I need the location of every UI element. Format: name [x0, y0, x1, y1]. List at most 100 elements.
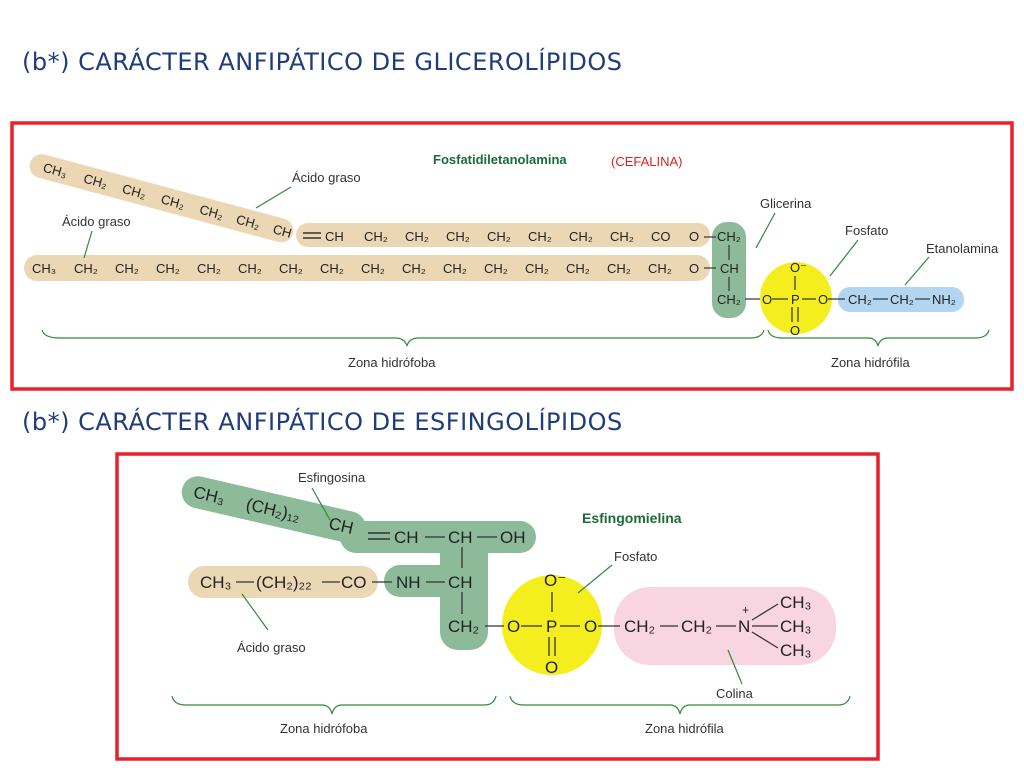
chain2-group: O	[689, 261, 699, 276]
section2-title: (b*) CARÁCTER ANFIPÁTICO DE ESFINGOLÍPID…	[22, 408, 623, 436]
hydrophobic-zone-label: Zona hidrófoba	[280, 721, 368, 736]
phosphate-p: P	[791, 292, 800, 307]
phosphate-o-right: O	[584, 617, 597, 636]
glycerolipid-molecule: CH₃ CH₂ CH₂ CH₂ CH₂ CH₂ CH CH CH₂ CH₂ CH…	[24, 154, 964, 338]
pointer-line	[727, 649, 743, 685]
bond	[751, 631, 779, 649]
phosphate-p: P	[546, 617, 557, 636]
fatty-acid-lower-bg	[24, 255, 710, 281]
sphingolipid-molecule: CH₃ (CH₂)₁₂ CH CH CH OH CH₃ (CH₂)₂₂ CO N…	[181, 476, 836, 677]
chain1-head-group: CH₃	[41, 160, 68, 181]
hydrophobic-brace	[41, 329, 765, 347]
bond	[751, 603, 779, 621]
chain1-head-group: CH₂	[159, 191, 186, 212]
pointer-line	[241, 593, 269, 631]
pointer-line	[83, 230, 93, 259]
choline-charge: +	[742, 603, 749, 617]
glycerol-group: CH₂	[717, 229, 741, 244]
chain1-group: CH₂	[405, 229, 429, 244]
choline-methyl: CH₃	[780, 641, 811, 660]
pointer-line	[255, 186, 292, 209]
fatty-acid-lower-label: Ácido graso	[62, 214, 131, 229]
chain1-group: CH₂	[487, 229, 511, 244]
choline-label: Colina	[716, 686, 754, 701]
glycerol-group: CH	[720, 261, 739, 276]
glycerol-bg	[712, 222, 746, 318]
phosphate-label: Fosfato	[614, 549, 657, 564]
chain1-head-text: CH₃ CH₂ CH₂ CH₂ CH₂ CH₂ CH	[41, 160, 293, 241]
fatty-acid-group: (CH₂)₂₂	[256, 573, 312, 592]
phosphate-o-top: O⁻	[790, 260, 807, 275]
chain2-group: CH₂	[402, 261, 426, 276]
sphingolipid-labels: Esfingosina Esfingomielina Fosfato Ácido…	[237, 470, 754, 736]
hydrophilic-zone-label: Zona hidrófila	[831, 355, 911, 370]
sphingosine-row-group: CH	[448, 528, 473, 547]
chain2-group: CH₂	[74, 261, 98, 276]
amide-group: NH	[396, 573, 421, 592]
phosphate-o-top: O⁻	[544, 571, 566, 590]
chain1-head-group: CH₂	[198, 202, 225, 223]
choline-n: N	[738, 617, 750, 636]
sphingosine-row-group: OH	[500, 528, 526, 547]
hydrophilic-zone-label: Zona hidrófila	[645, 721, 725, 736]
molecule-name-label: Esfingomielina	[582, 510, 682, 526]
glycerolipid-labels: Fosfatidiletanolamina (CEFALINA) Ácido g…	[62, 152, 999, 370]
chain1-body-text: CH CH₂ CH₂ CH₂ CH₂ CH₂ CH₂ CH₂ CO O	[325, 229, 699, 244]
amide-group: CH	[448, 573, 473, 592]
chain1-head-group: CH₂	[235, 212, 262, 233]
sphingolipid-braces	[171, 695, 851, 715]
sphingosine-row-text: CH CH OH	[394, 528, 526, 547]
phosphate1-text: O O⁻ P O O	[762, 260, 828, 338]
ethanolamine-label: Etanolamina	[926, 241, 999, 256]
chain2-group: CH₂	[566, 261, 590, 276]
fatty-acid-bg	[188, 566, 378, 598]
hydrophobic-zone-label: Zona hidrófoba	[348, 355, 436, 370]
fatty-acid-label: Ácido graso	[237, 640, 306, 655]
chain1-group: CH₂	[528, 229, 552, 244]
chain2-group: CH₂	[238, 261, 262, 276]
pointer-line	[755, 212, 776, 249]
chain2-group: CH₂	[648, 261, 672, 276]
pointer-line	[577, 564, 613, 594]
phosphate2-text: O O⁻ P O O	[507, 571, 597, 677]
chain2-group: CH₂	[279, 261, 303, 276]
fatty-acid-row-text: CH₃ (CH₂)₂₂ CO	[200, 573, 367, 592]
ethanolamine-group: CH₂	[890, 292, 914, 307]
chain2-group: CH₂	[607, 261, 631, 276]
hydrophilic-brace	[509, 695, 851, 715]
choline-text: CH₂ CH₂ N + CH₃ CH₃ CH₃	[624, 593, 811, 660]
phosphate-o-left: O	[762, 292, 772, 307]
chain2-group: CH₃	[32, 261, 56, 276]
choline-group: CH₂	[624, 617, 655, 636]
chain1-group: O	[689, 229, 699, 244]
phosphate-o-left: O	[507, 617, 520, 636]
amide-text: NH CH CH₂	[396, 573, 479, 636]
phosphate-label: Fosfato	[845, 223, 888, 238]
choline-methyl: CH₃	[780, 617, 811, 636]
chain2-group: CH₂	[320, 261, 344, 276]
amide-group: CH₂	[448, 617, 479, 636]
fatty-acid-upper-tail-bg	[29, 154, 294, 243]
glycerolipid-pointer-lines	[83, 186, 930, 286]
glycerol-text: CH₂ CH CH₂	[717, 229, 741, 307]
chain1-group: CH₂	[446, 229, 470, 244]
chain2-group: CH₂	[156, 261, 180, 276]
glycerol-label: Glicerina	[760, 196, 812, 211]
sphingosine-row-group: CH	[394, 528, 419, 547]
chain2-text: CH₃ CH₂ CH₂ CH₂ CH₂ CH₂ CH₂ CH₂ CH₂ CH₂ …	[32, 261, 699, 276]
phosphate-o-right: O	[818, 292, 828, 307]
ethanolamine-group: CH₂	[848, 292, 872, 307]
pointer-line	[311, 487, 331, 521]
sphingosine-vertical-bg	[440, 530, 488, 650]
chain2-group: CH₂	[197, 261, 221, 276]
sphingosine-tail-bg	[181, 476, 366, 544]
pointer-line	[829, 239, 859, 277]
chain2-group: CH₂	[361, 261, 385, 276]
hydrophobic-brace	[171, 695, 497, 715]
molecule-name-label: Fosfatidiletanolamina	[433, 152, 567, 167]
chain1-group: CO	[651, 229, 671, 244]
chain1-head-group: CH₂	[121, 181, 148, 202]
chain1-head-group: CH₂	[82, 171, 109, 192]
chain2-group: CH₂	[115, 261, 139, 276]
